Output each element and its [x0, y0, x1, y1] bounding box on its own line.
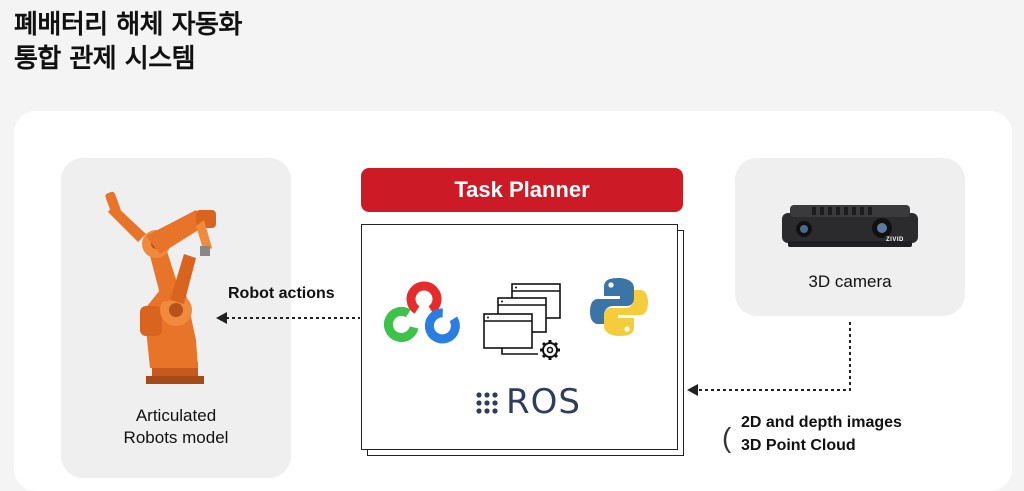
camera-data-label-line-1: 2D and depth images — [741, 414, 902, 431]
camera-data-label-line-2: 3D Point Cloud — [741, 437, 856, 454]
opencv-logo-icon — [383, 281, 460, 344]
page-title: 폐배터리 해체 자동화 통합 관제 시스템 — [14, 8, 242, 76]
ros-logo: ROS — [476, 384, 586, 420]
camera-data-arrow — [687, 322, 851, 396]
ros-dots-icon — [476, 392, 498, 414]
industrial-robot-arm-icon — [105, 191, 216, 384]
robot-actions-arrow — [216, 312, 360, 324]
title-line-2: 통합 관제 시스템 — [14, 44, 196, 74]
3d-camera-icon — [782, 205, 918, 247]
title-line-1: 폐배터리 해체 자동화 — [14, 10, 242, 40]
robot-label: Articulated Robots model — [61, 405, 291, 449]
bracket-icon: ( — [722, 422, 732, 453]
camera-label: 3D camera — [808, 272, 892, 291]
task-planner-banner: Task Planner — [361, 168, 683, 212]
windows-settings-icon — [483, 283, 561, 360]
robot-label-line-1: Articulated — [135, 406, 217, 425]
robot-actions-label: Robot actions — [228, 285, 335, 302]
ros-label: ROS — [506, 382, 581, 422]
robot-label-line-2: Robots model — [123, 428, 229, 447]
camera-brand-label: ZIVID — [886, 237, 904, 243]
python-logo-icon — [590, 278, 648, 336]
